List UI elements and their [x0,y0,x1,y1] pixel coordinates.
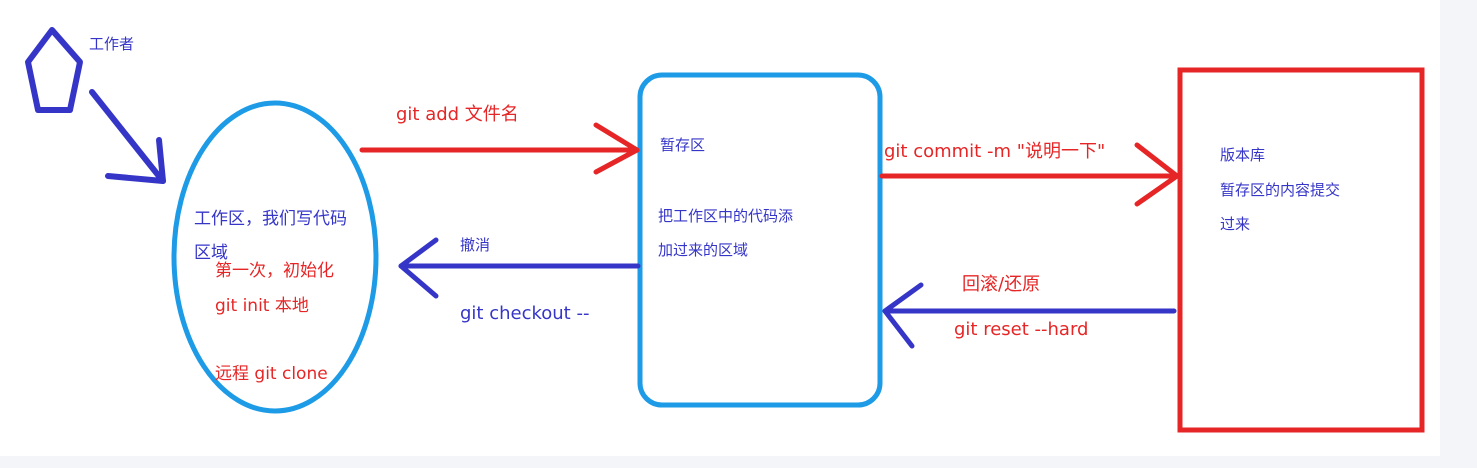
repository-line1: 版本库 [1220,146,1266,164]
workspace-clone: 远程 git clone [215,364,328,384]
git-add-arrow [359,122,640,175]
worker-arrow [89,89,166,184]
diagram-shapes [25,27,1425,433]
undo-label: 撤消 [460,236,491,254]
worker-pentagon-icon [25,27,83,113]
repository-box [1177,67,1425,433]
staging-desc-line2: 加过来的区域 [658,241,749,259]
workspace-title-line2: 区域 [194,243,228,263]
staging-title: 暂存区 [660,136,706,154]
workspace-ellipse [171,100,379,414]
git-commit-label: git commit -m "说明一下" [884,141,1106,162]
workspace-init-line2: git init 本地 [215,296,309,316]
staging-box [637,72,883,408]
repository-line2: 暂存区的内容提交 [1220,181,1341,199]
git-add-label: git add 文件名 [396,104,519,125]
worker-label: 工作者 [89,35,135,53]
diagram-canvas: 工作者 工作区，我们写代码 区域 第一次，初始化 git init 本地 远程 … [0,0,1440,456]
rollback-label: 回滚/还原 [962,274,1041,295]
workspace-title-line1: 工作区，我们写代码 [194,209,347,229]
undo-arrow [398,237,641,299]
git-checkout-label: git checkout -- [460,303,590,324]
git-commit-arrow [879,142,1180,207]
repository-line3: 过来 [1220,215,1251,233]
rollback-arrow [882,282,1177,349]
git-reset-label: git reset --hard [954,319,1089,340]
staging-desc-line1: 把工作区中的代码添 [658,207,794,225]
workspace-init-line1: 第一次，初始化 [215,261,334,281]
